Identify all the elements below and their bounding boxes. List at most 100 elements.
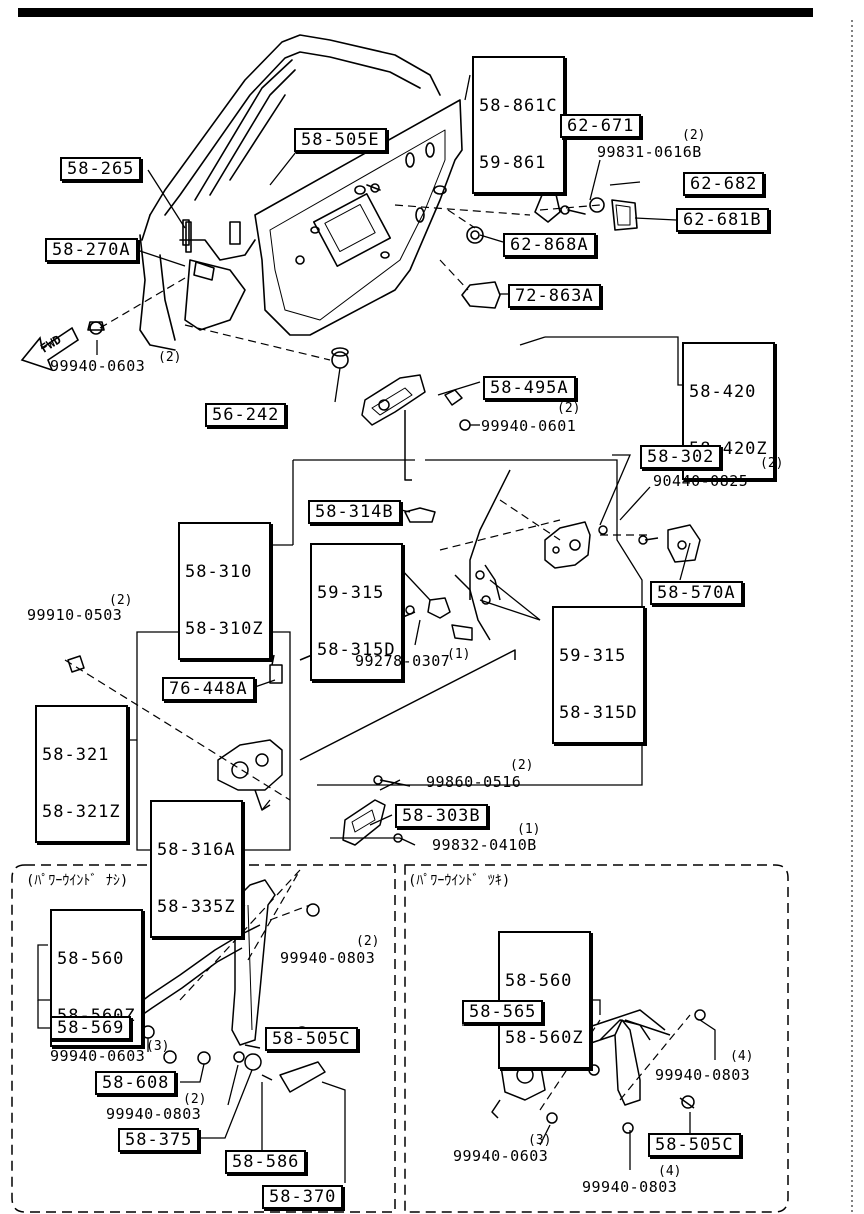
- top-border-bar: [18, 8, 813, 17]
- part-label-62-868a: 62-868A: [503, 233, 596, 257]
- left-section-border: [11, 864, 396, 1213]
- part-number: 58-310Z: [185, 619, 264, 639]
- part-label-62-682: 62-682: [683, 172, 765, 196]
- callout-right-99940-0803: 99940-0803: [655, 1066, 750, 1084]
- part-number: 58-310: [185, 562, 253, 582]
- part-number: 99940-0603: [453, 1147, 549, 1165]
- callout-99910-0503: 99910-0503: [27, 606, 122, 624]
- part-number: 59-315: [559, 646, 627, 666]
- lock-actuator: [217, 739, 283, 791]
- part-number: 99278-0307: [355, 652, 451, 670]
- callout-99940-0601: 99940-0601: [481, 417, 576, 435]
- qty-right-99940-0803b: (4): [658, 1164, 682, 1179]
- part-number: 99832-0410B: [432, 836, 537, 854]
- regulator-right-rail: [614, 1019, 641, 1106]
- part-number: 99940-0803: [655, 1066, 751, 1084]
- qty-right-99940-0603: (3): [528, 1133, 552, 1148]
- hinge-area: [159, 221, 256, 341]
- part-label-left-58-586: 58-586: [225, 1150, 307, 1174]
- callout-left-99940-0603: 99940-0603: [50, 1047, 145, 1065]
- callout-99278-0307: 99278-0307: [355, 652, 450, 670]
- qty-left-99940-0803: (2): [356, 934, 380, 949]
- part-label-59-315-b: 59-315 58-315D: [552, 606, 645, 744]
- part-label-left-58-505c: 58-505C: [265, 1027, 358, 1051]
- part-label-58-302: 58-302: [640, 445, 722, 469]
- part-number: 99940-0803: [106, 1105, 202, 1123]
- part-number: 58-569: [57, 1018, 125, 1038]
- callout-99831-0616b: 99831-0616B: [597, 143, 702, 161]
- part-number: 58-608: [102, 1073, 170, 1093]
- callout-99832-0410b: 99832-0410B: [432, 836, 537, 854]
- qty-left-99940-0603: (3): [146, 1039, 170, 1054]
- part-number: 99860-0516: [426, 773, 522, 791]
- qty-99940-0601: (2): [557, 401, 581, 416]
- part-number: 58-302: [647, 447, 715, 467]
- qty-right-99940-0803: (4): [730, 1049, 754, 1064]
- part-number: 58-565: [469, 1002, 537, 1022]
- qty-99832: (1): [517, 822, 541, 837]
- qty-left-99940-0803b: (2): [183, 1092, 207, 1107]
- part-label-76-448a: 76-448A: [162, 677, 255, 701]
- part-number: 99940-0601: [481, 417, 577, 435]
- part-number: 99940-0603: [50, 1047, 146, 1065]
- part-label-58-420: 58-420 58-420Z: [682, 342, 775, 480]
- part-label-62-671: 62-671: [560, 114, 642, 138]
- qty-99831: (2): [682, 128, 706, 143]
- part-number: 58-570A: [657, 583, 736, 603]
- part-label-right-58-560: 58-560 58-560Z: [498, 931, 591, 1069]
- part-number: 59-861: [479, 153, 547, 173]
- part-number: 58-495A: [490, 378, 569, 398]
- part-label-58-321: 58-321 58-321Z: [35, 705, 128, 843]
- part-number: 58-303B: [402, 806, 481, 826]
- part-number: 58-505C: [655, 1135, 734, 1155]
- part-number: 58-560: [505, 971, 573, 991]
- door-latch: [544, 521, 591, 569]
- part-number: 62-681B: [683, 210, 762, 230]
- part-number: 58-314B: [315, 502, 394, 522]
- part-number: 58-505E: [301, 130, 380, 150]
- callout-left-99940-0803b: 99940-0803: [106, 1105, 201, 1123]
- part-label-58-570a: 58-570A: [650, 581, 743, 605]
- part-label-58-310: 58-310 58-310Z: [178, 522, 271, 660]
- outside-handle: [342, 799, 386, 846]
- door-frame: [139, 34, 441, 351]
- part-number: 99940-0803: [582, 1178, 678, 1196]
- part-number: 58-316A: [157, 840, 236, 860]
- part-number: 62-682: [690, 174, 758, 194]
- qty-99940-0603-top: (2): [158, 350, 182, 365]
- regulator-left-rail: [231, 879, 276, 1046]
- part-number: 58-335Z: [157, 897, 236, 917]
- part-label-59-315-a: 59-315 58-315D: [310, 543, 403, 681]
- qty-99278: (1): [447, 647, 471, 662]
- part-number: 58-321Z: [42, 802, 121, 822]
- part-number: 58-315D: [317, 640, 396, 660]
- part-number: 56-242: [212, 405, 280, 425]
- part-label-58-303b: 58-303B: [395, 804, 488, 828]
- part-number: 58-375: [125, 1130, 193, 1150]
- right-section-title: (ﾊﾟﾜｰｳｲﾝﾄﾞ ﾂｷ): [408, 873, 511, 889]
- part-number: 99940-0603: [50, 357, 146, 375]
- part-number: 76-448A: [169, 679, 248, 699]
- part-number: 62-671: [567, 116, 635, 136]
- part-number: 58-560: [57, 949, 125, 969]
- callout-right-99940-0803b: 99940-0803: [582, 1178, 677, 1196]
- part-label-right-58-505c: 58-505C: [648, 1133, 741, 1157]
- qty-99910: (2): [109, 593, 133, 608]
- part-number: 99940-0803: [280, 949, 376, 967]
- part-number: 99831-0616B: [597, 143, 702, 161]
- fwd-arrow: [20, 326, 80, 372]
- part-label-58-265: 58-265: [60, 157, 142, 181]
- part-label-58-314b: 58-314B: [308, 500, 401, 524]
- part-label-right-58-565: 58-565: [462, 1000, 544, 1024]
- left-section-title: (ﾊﾟﾜｰｳｲﾝﾄﾞ ﾅｼ): [26, 873, 129, 889]
- callout-left-99940-0803: 99940-0803: [280, 949, 375, 967]
- part-number: 59-315: [317, 583, 385, 603]
- part-number: 58-265: [67, 159, 135, 179]
- part-label-58-316a: 58-316A 58-335Z: [150, 800, 243, 938]
- part-number: 58-420: [689, 382, 757, 402]
- part-label-56-242: 56-242: [205, 403, 287, 427]
- qty-99860: (2): [510, 758, 534, 773]
- part-number: 58-270A: [52, 240, 131, 260]
- part-label-58-270a: 58-270A: [45, 238, 138, 262]
